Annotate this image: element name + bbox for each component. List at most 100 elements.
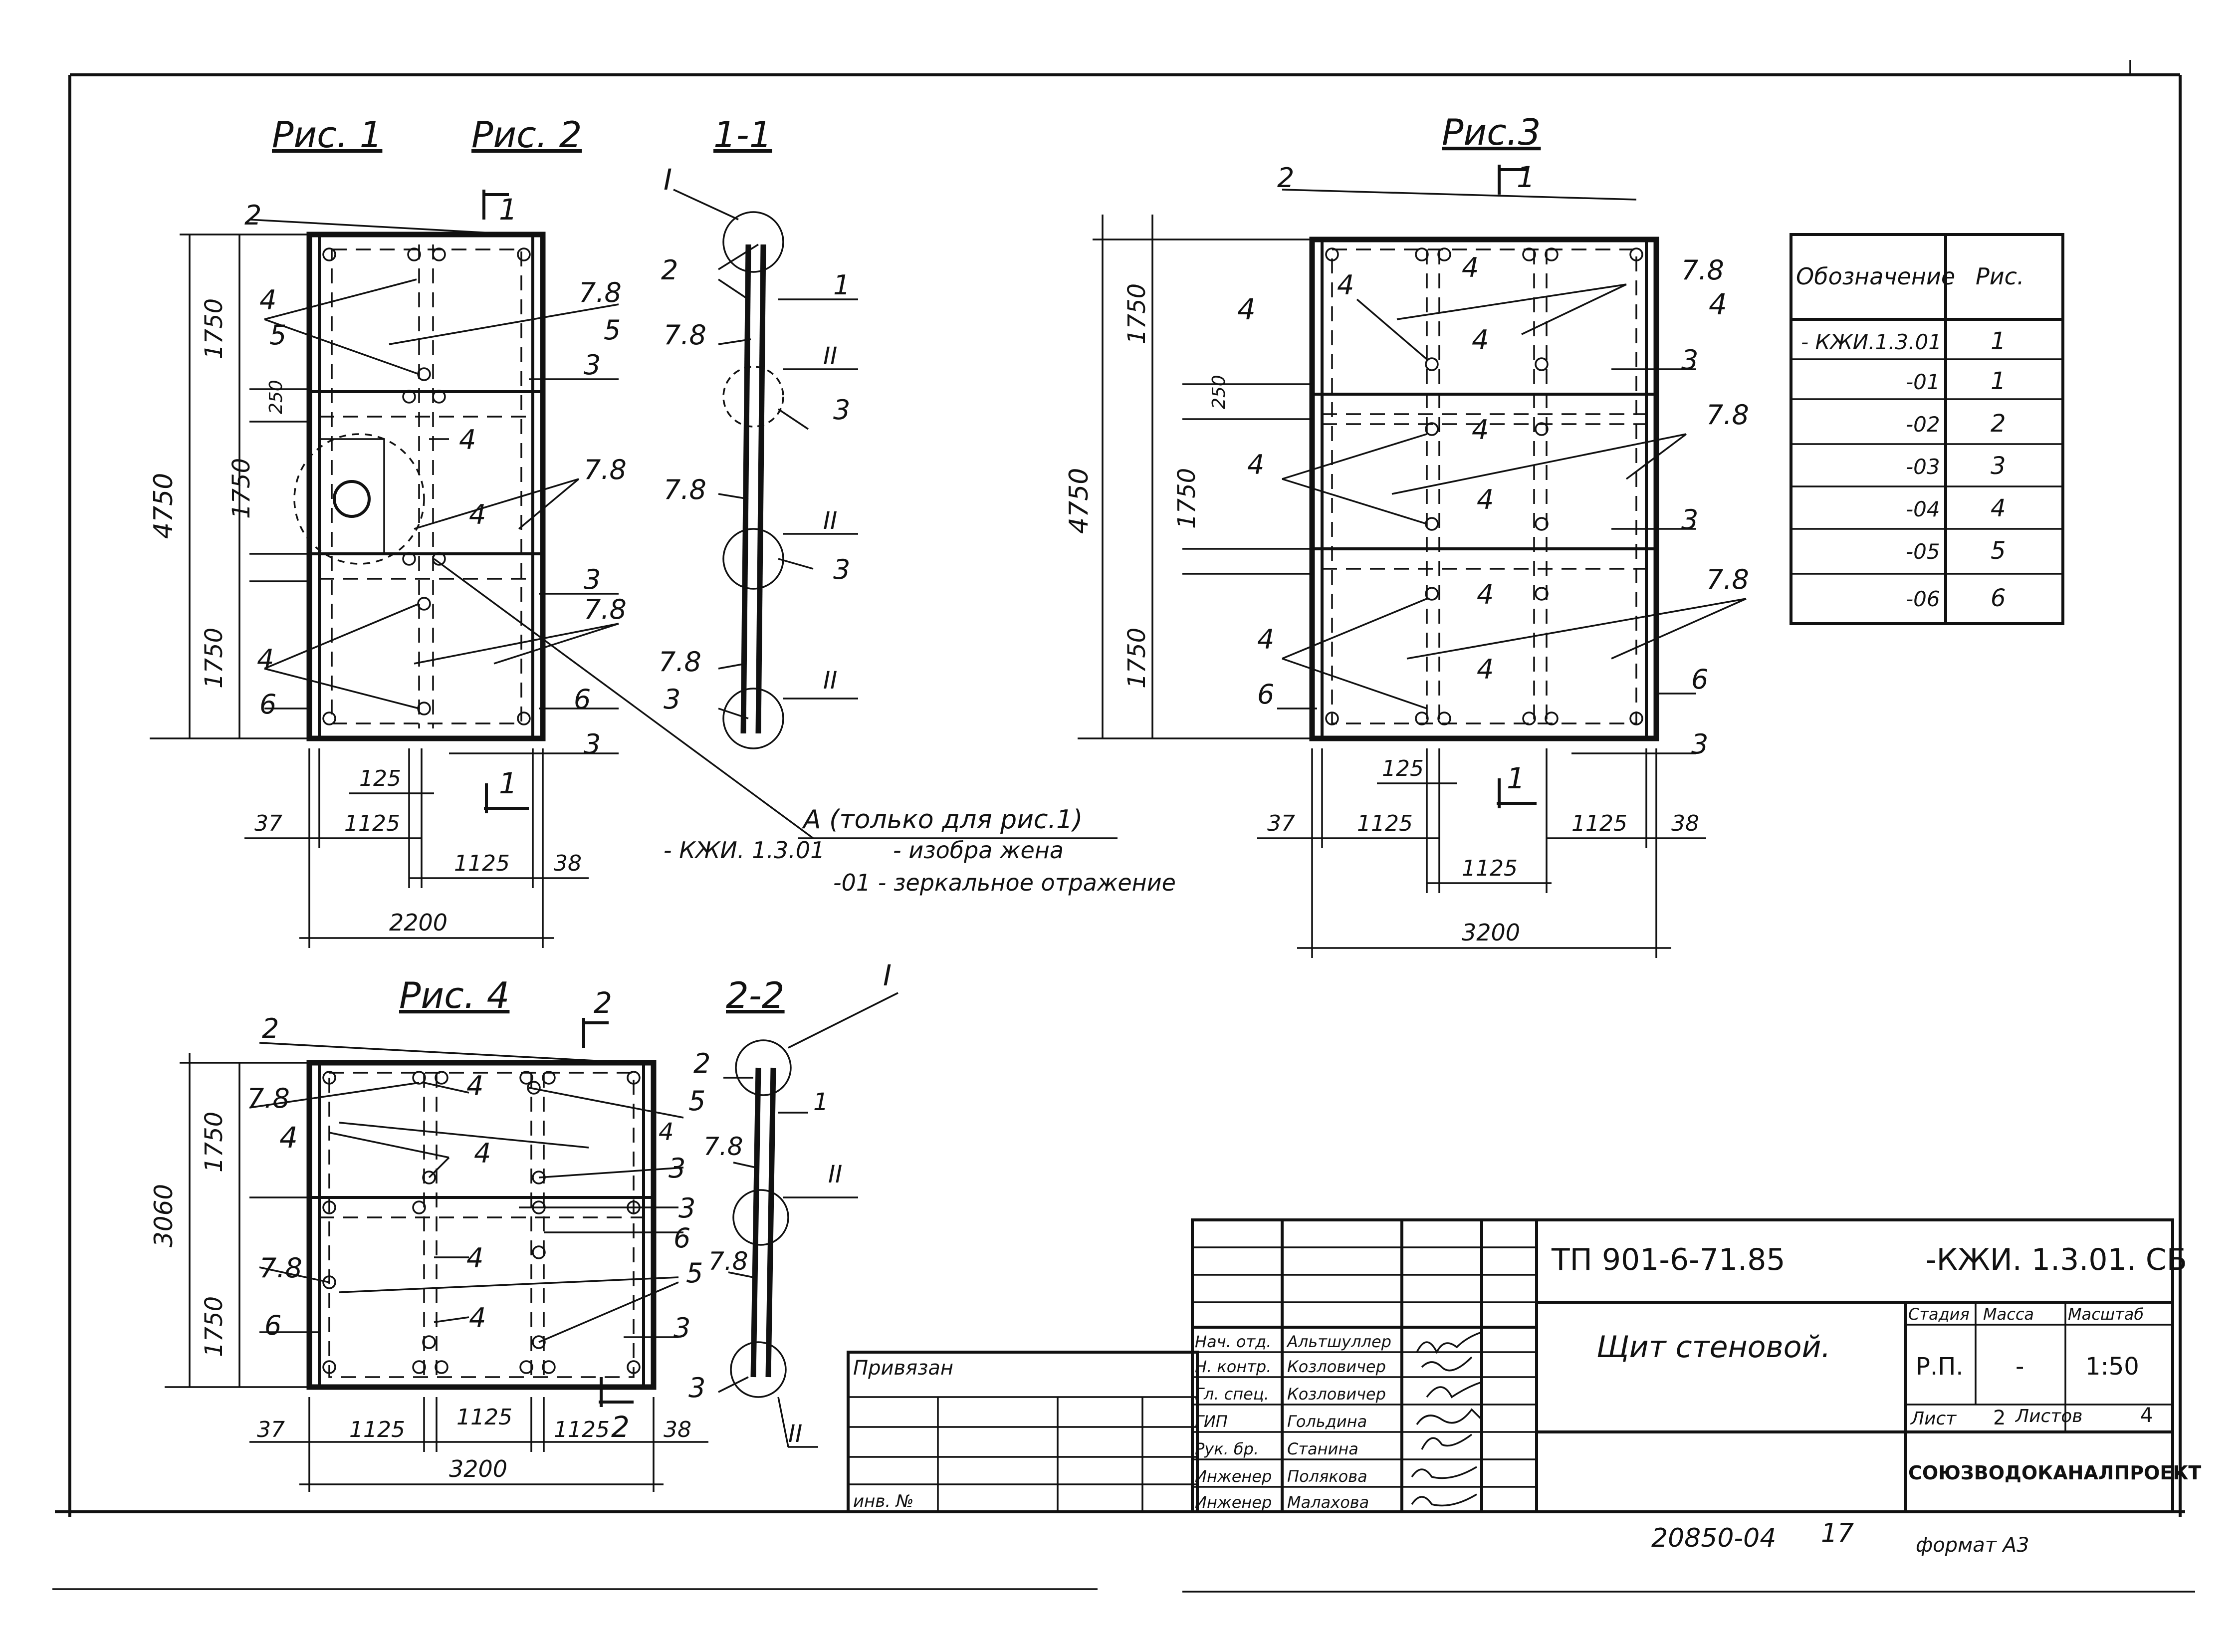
f4-mark-3c: 3 (673, 1312, 690, 1344)
f4-mark-4d: 4 (469, 1302, 486, 1334)
spec-r6-code: -06 (1906, 587, 1940, 611)
s22-mark-IIb: II (788, 1420, 802, 1448)
spec-header-fig: Рис. (1976, 263, 2024, 290)
tb-doc-code: -КЖИ. 1.3.01. СБ (1926, 1242, 2187, 1277)
f3-mark-4a: 4 (1337, 269, 1354, 301)
spec-r5-fig: 5 (1991, 537, 2006, 565)
tb-sheet: 2 (1993, 1407, 2006, 1429)
tb-staff-4-role: Рук. бр. (1195, 1439, 1259, 1458)
f1-dim-125: 125 (359, 766, 401, 791)
tb-mass-h: Масса (1983, 1305, 2034, 1324)
s22-mark-IIa: II (828, 1161, 842, 1188)
tb-staff-2-name: Козловичер (1287, 1385, 1386, 1404)
f3-mark-4d: 4 (1472, 414, 1489, 446)
f1-dim-1750c: 1750 (200, 628, 228, 689)
f4-dim-3200: 3200 (449, 1455, 507, 1482)
f3-mark-4h: 4 (1257, 624, 1274, 655)
spec-header-designation: Обозначение (1796, 263, 1955, 290)
spec-r5-code: -05 (1906, 539, 1940, 564)
f3-dim-1125a: 1125 (1357, 811, 1413, 836)
tb-staff-1-name: Козловичер (1287, 1357, 1386, 1376)
f3-dim-3200: 3200 (1462, 919, 1520, 946)
tb-inv: инв. № (853, 1491, 913, 1511)
figure-3: Рис.3 (1064, 111, 1749, 958)
f3-mark-3a: 3 (1681, 344, 1698, 376)
f1-mark-78a: 7.8 (579, 277, 622, 308)
tb-privyazan: Привязан (853, 1357, 953, 1380)
f3-mark-4i: 4 (1477, 654, 1494, 685)
spec-r3-code: -03 (1906, 455, 1940, 479)
s11-mark-IIb: II (823, 507, 837, 535)
f4-dim-1125a: 1125 (349, 1417, 405, 1442)
note-line2: -01 - зеркальное отражение (833, 869, 1176, 896)
f4-mark-5b: 5 (686, 1257, 703, 1289)
spec-r4-code: -04 (1906, 497, 1940, 521)
f4-mark-78a: 7.8 (247, 1083, 290, 1114)
tb-staff-0-name: Альтшуллер (1286, 1332, 1391, 1351)
f1-mark-2: 2 (244, 200, 261, 231)
tb-sheets: 4 (2140, 1404, 2153, 1427)
f3-dim-1750b: 1750 (1173, 468, 1201, 529)
s11-mark-3c: 3 (664, 684, 680, 715)
f4-dim-1750a: 1750 (200, 1112, 228, 1173)
signatures (1411, 1331, 1483, 1507)
note-line1-code: - КЖИ. 1.3.01 (664, 837, 825, 864)
f1-mark-6b: 6 (574, 684, 591, 715)
f4-dim-1125b: 1125 (456, 1405, 512, 1430)
f3-mark-4b: 4 (1462, 252, 1479, 283)
tb-staff-5-name: Полякова (1287, 1467, 1367, 1486)
f1-mark-3b: 3 (584, 564, 601, 595)
spec-r1-code: -01 (1906, 370, 1940, 394)
f3-dim-1125c: 1125 (1462, 856, 1518, 881)
spec-r3-fig: 3 (1991, 452, 2006, 480)
f1-mark-4b: 4 (459, 424, 476, 456)
f3-dim-38: 38 (1671, 811, 1699, 836)
f3-dim-250: 250 (1209, 375, 1229, 409)
f3-mark-6a: 6 (1257, 679, 1274, 710)
f4-dim-1750b: 1750 (200, 1296, 228, 1357)
f3-mark-2: 2 (1277, 162, 1294, 194)
s11-mark-3a: 3 (833, 394, 850, 426)
f3-mark-78c: 7.8 (1706, 564, 1749, 595)
note-detail-a: А (только для рис.1) - КЖИ. 1.3.01 - изо… (664, 805, 1176, 896)
tb-title: Щит стеновой. (1596, 1330, 1831, 1365)
f1-mark-78b: 7.8 (584, 454, 627, 485)
f1-mark-78c: 7.8 (584, 594, 627, 625)
f3-mark-78b: 7.8 (1706, 399, 1749, 431)
tb-staff-6-name: Малахова (1287, 1493, 1369, 1512)
f4-cut-4b: 4 (659, 1118, 674, 1146)
f1-mark-4d: 4 (257, 644, 274, 675)
tb-org: СОЮЗВОДОКАНАЛПРОЕКТ (1908, 1462, 2201, 1484)
s11-mark-1: 1 (833, 269, 850, 301)
spec-r1-fig: 1 (1991, 367, 2006, 395)
footer-number: 20850-04 (1651, 1523, 1776, 1553)
f4-mark-6b: 6 (264, 1310, 281, 1341)
f4-mark-3b: 3 (678, 1192, 695, 1224)
fig1-title: Рис. 1 (272, 114, 382, 156)
tb-project-code: ТП 901-6-71.85 (1551, 1242, 1786, 1277)
f3-dim-1750c: 1750 (1123, 628, 1151, 689)
f3-cut-1a: 1 (1517, 160, 1535, 194)
tb-stage-h: Стадия (1908, 1305, 1970, 1324)
f4-dim-3060: 3060 (149, 1184, 178, 1247)
spec-r4-fig: 4 (1991, 494, 2006, 522)
figure-1-2: Рис. 1 Рис. 2 (149, 114, 814, 948)
f1-cut-5a: 5 (269, 319, 286, 351)
footer: 20850-04 17 формат А3 (1651, 1518, 2029, 1557)
f3-cut-1b: 1 (1507, 761, 1525, 795)
spec-table: Обозначение Рис. - КЖИ.1.3.01 1 -01 1 -0… (1790, 233, 2064, 625)
f1-dim-1750a: 1750 (200, 298, 228, 359)
tb-staff-4-name: Станина (1287, 1439, 1358, 1458)
sec11-title: 1-1 (713, 114, 772, 156)
s11-mark-78c: 7.8 (659, 646, 701, 678)
note-line1-text: - изобра жена (893, 837, 1064, 864)
tb-scale-h: Масштаб (2068, 1305, 2144, 1324)
f1-dim-1125a: 1125 (344, 811, 400, 836)
f1-dim-37: 37 (254, 811, 282, 836)
fig4-title: Рис. 4 (399, 974, 509, 1016)
f4-mark-4c: 4 (466, 1242, 483, 1274)
tb-staff-6-role: Инженер (1195, 1493, 1272, 1512)
spec-r0-code: - КЖИ.1.3.01 (1801, 330, 1942, 354)
title-block: Привязан инв. № ТП 901-6-71.85 -К (847, 1218, 2201, 1513)
